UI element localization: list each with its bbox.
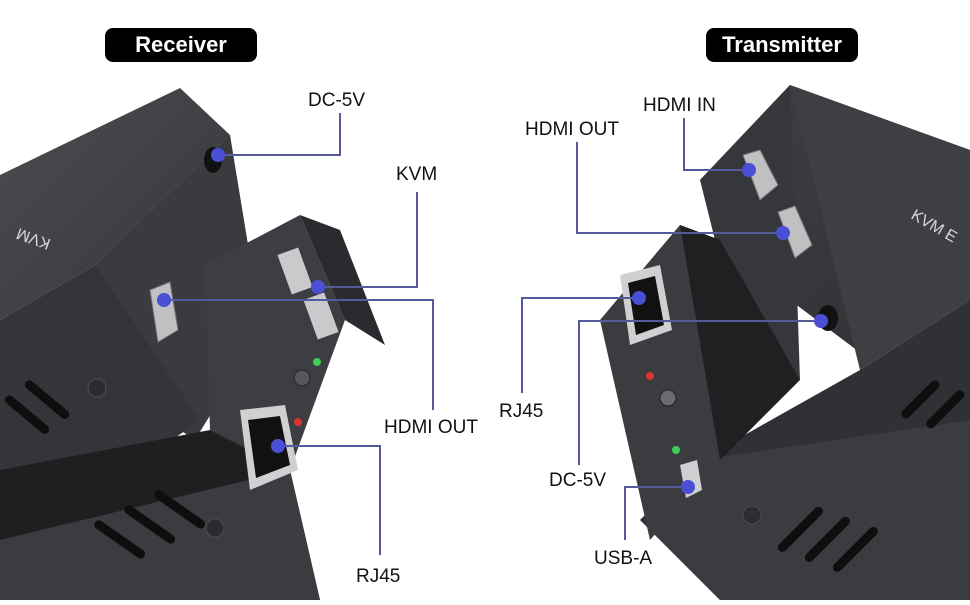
transmitter-hdmi-out-port: [777, 205, 813, 259]
screw-icon: [205, 518, 225, 538]
screw-icon: [742, 505, 762, 525]
callout-dots: [157, 148, 828, 494]
callout-dot-transmitter-hdmi-out: [776, 226, 790, 240]
callout-dot-transmitter-dc: [814, 314, 828, 328]
callout-label-transmitter-hdmi-in: HDMI IN: [643, 95, 716, 116]
callout-line-receiver-rj45: [278, 445, 381, 555]
pwr-led: [646, 372, 654, 380]
callout-label-receiver-dc: DC-5V: [308, 90, 366, 111]
callout-label-transmitter-rj45: RJ45: [499, 401, 544, 422]
callout-dot-transmitter-rj45: [632, 291, 646, 305]
screw-icon: [87, 378, 107, 398]
receiver-port-panel: [205, 215, 345, 470]
transmitter-title-badge: Transmitter: [706, 28, 858, 62]
receiver-hdmi-port: [149, 281, 179, 343]
callout-dot-receiver-dc: [211, 148, 225, 162]
callout-line-transmitter-usb: [624, 486, 688, 540]
callout-label-transmitter-usb: USB-A: [594, 548, 653, 569]
callout-line-receiver-hdmi-out: [164, 299, 434, 410]
receiver-usb-port-1: [277, 247, 313, 295]
transmitter-vents: [777, 380, 965, 572]
receiver-title-badge: Receiver: [105, 28, 257, 62]
callout-label-receiver-kvm: KVM: [396, 164, 438, 185]
callout-label-transmitter-dc: DC-5V: [549, 470, 607, 491]
callout-line-transmitter-dc: [578, 320, 821, 465]
sta-led: [313, 358, 321, 366]
callout-dot-receiver-kvm: [311, 280, 325, 294]
receiver-side-face: [0, 265, 200, 470]
callout-dot-receiver-rj45: [271, 439, 285, 453]
callout-label-transmitter-hdmi-out: HDMI OUT: [525, 119, 619, 140]
sta-led: [672, 446, 680, 454]
callout-label-receiver-hdmi-out: HDMI OUT: [384, 417, 478, 438]
callout-line-receiver-kvm: [318, 192, 418, 288]
receiver-usb-port-2: [303, 292, 339, 340]
callout-line-transmitter-rj45: [521, 297, 639, 393]
transmitter-hdmi-in-port: [742, 149, 779, 201]
callout-dot-receiver-hdmi-out: [157, 293, 171, 307]
callout-dot-transmitter-usb: [681, 480, 695, 494]
reset-button[interactable]: [293, 369, 311, 387]
pwr-led: [294, 418, 302, 426]
callout-line-transmitter-hdmi-in: [683, 118, 749, 171]
callout-line-receiver-dc: [218, 113, 341, 156]
receiver-top-face: [0, 88, 230, 320]
receiver-device: KVM: [0, 88, 385, 600]
reset-button[interactable]: [659, 389, 677, 407]
callout-label-receiver-rj45: RJ45: [356, 566, 401, 587]
receiver-vents: [4, 380, 206, 559]
callout-lines: [164, 113, 821, 555]
callout-dot-transmitter-hdmi-in: [742, 163, 756, 177]
transmitter-device: KVM E: [600, 85, 970, 600]
callout-line-transmitter-hdmi-out: [576, 142, 783, 234]
